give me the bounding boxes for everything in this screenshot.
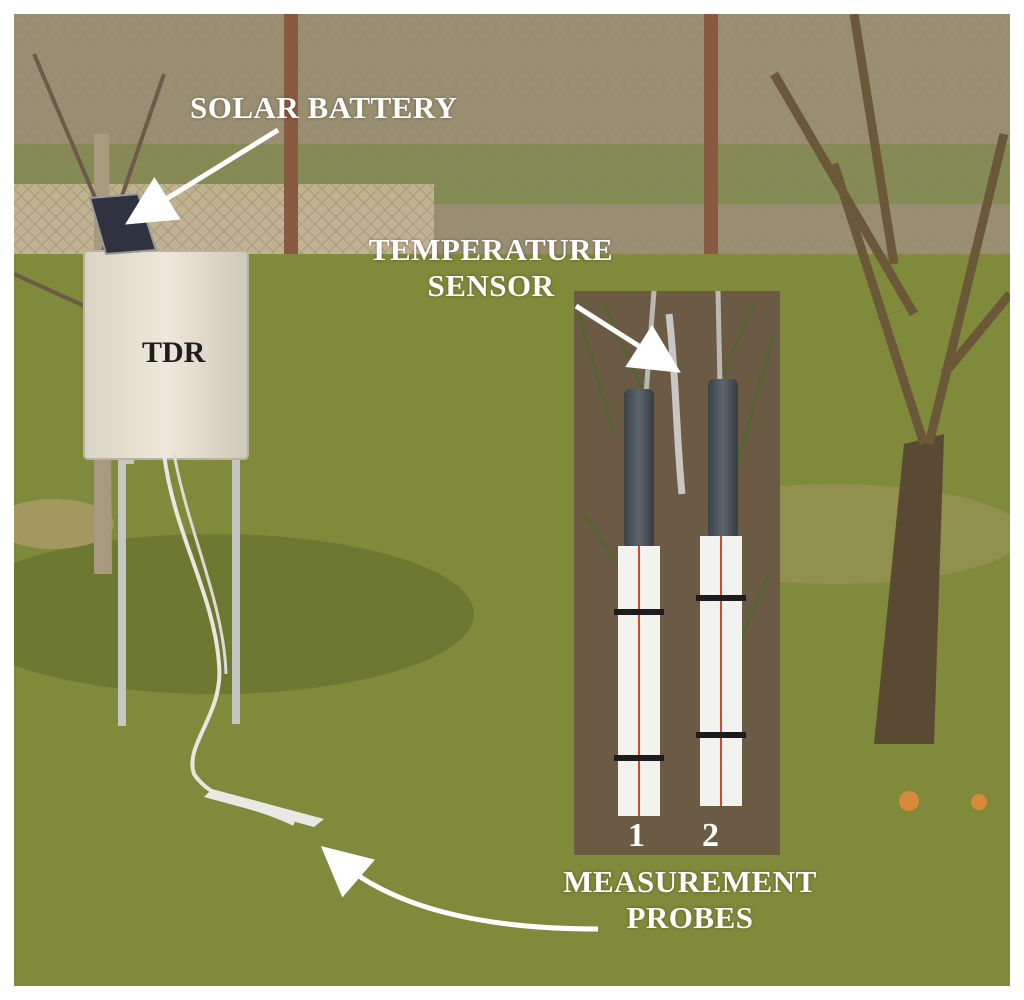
fence-post-left <box>284 14 298 299</box>
probe-rod-1 <box>638 546 640 816</box>
buried-probes <box>204 789 324 827</box>
probe-rod-2 <box>720 536 722 806</box>
field-photo: SOLAR BATTERY TEMPERATURE SENSOR TDR 1 2… <box>14 14 1010 986</box>
temperature-sensor-arrow <box>574 303 681 373</box>
photo-illustration <box>14 14 1010 986</box>
probe-head-1 <box>624 389 654 549</box>
probe-strap-1a <box>614 609 664 615</box>
stand-leg-left <box>118 454 126 726</box>
probe-cable-2 <box>715 290 723 385</box>
probe-strap-1b <box>614 755 664 761</box>
probe-number-2: 2 <box>702 817 719 854</box>
apple-tree-trunk <box>874 434 944 744</box>
apple-tree-branches <box>770 14 1010 446</box>
solar-battery-label: SOLAR BATTERY <box>190 90 458 125</box>
probe-cable <box>172 453 228 675</box>
probe-inset-photo <box>574 290 780 855</box>
temperature-sensor-label-line2: SENSOR <box>427 268 555 303</box>
stand-leg-right <box>232 454 240 724</box>
measurement-probes-label: MEASUREMENT PROBES <box>540 864 840 936</box>
tdr-label: TDR <box>142 336 206 369</box>
fallen-apple <box>971 794 987 810</box>
probe-number-1: 1 <box>628 817 645 854</box>
measurement-probes-label-line2: PROBES <box>626 900 754 935</box>
bare-soil-patch <box>14 499 114 549</box>
probe-strap-2a <box>696 595 746 601</box>
temperature-sensor-label-line1: TEMPERATURE <box>368 232 614 267</box>
temperature-sensor-label: TEMPERATURE SENSOR <box>350 232 632 304</box>
fallen-apple <box>899 791 919 811</box>
probe-strap-2b <box>696 732 746 738</box>
measurement-probes-label-line1: MEASUREMENT <box>563 864 817 899</box>
measurement-probes-arrow <box>320 845 599 932</box>
tree-shadow <box>14 534 474 694</box>
probe-head-2 <box>708 379 738 539</box>
solar-battery-arrow <box>124 127 280 225</box>
fence-post-right <box>704 14 718 264</box>
